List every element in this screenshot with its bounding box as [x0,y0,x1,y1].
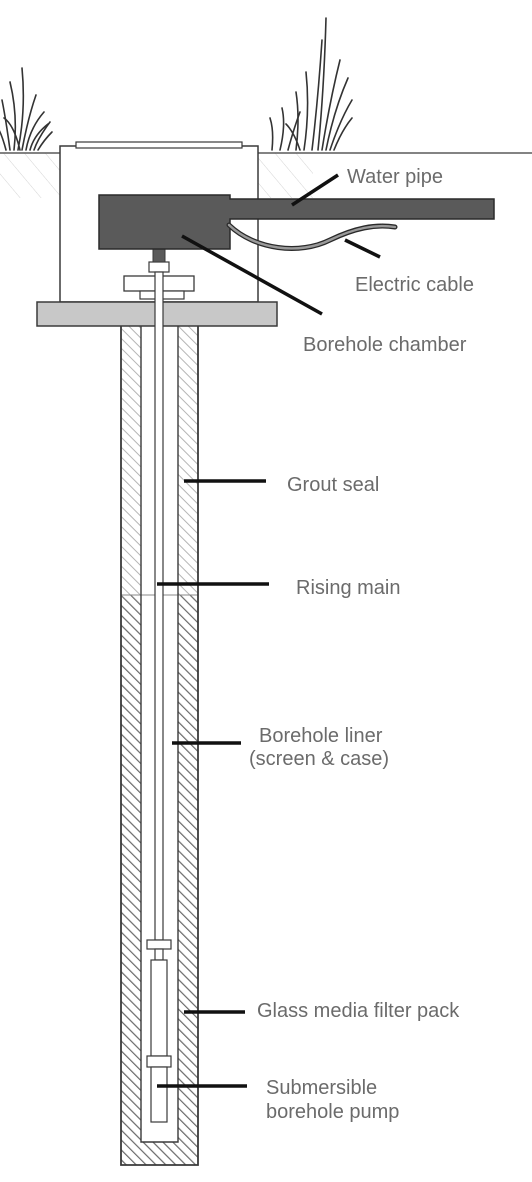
leader-lines [157,173,381,1088]
pump-coupling-mid [146,1055,172,1068]
label-grout-seal: Grout seal [287,474,379,496]
filter-pack-left [121,595,141,1165]
wellhead-stem [152,248,166,263]
electric-cable-highlight [227,223,397,250]
submersible-pump [146,939,172,1123]
label-pump-1: Submersible [266,1077,377,1099]
pump-body-upper [150,959,168,1057]
filter-pack-right [178,595,198,1165]
water-pipe [98,194,495,250]
ground-hatch-left [0,153,60,198]
rising-main [154,271,164,941]
label-filter-pack: Glass media filter pack [257,1000,460,1022]
water-pipe-body [98,194,495,250]
filter-pack-bottom [121,1142,198,1165]
ground-hatch-right [258,153,313,198]
label-borehole-liner-1: Borehole liner [259,725,383,747]
labels: Water pipe Electric cable Borehole chamb… [249,166,474,1123]
label-borehole-liner-2: (screen & case) [249,748,389,770]
pump-coupling-top [146,939,172,950]
label-pump-2: borehole pump [266,1101,399,1123]
leader-water-pipe [291,173,339,207]
rising-main-pipe [154,271,164,941]
grout-seal-right [178,325,198,595]
leader-electric-cable [344,238,381,259]
label-electric-cable: Electric cable [355,274,474,296]
wellhead-coupling [148,261,170,273]
label-borehole-chamber: Borehole chamber [303,334,467,356]
grout-seal-left [121,325,141,595]
borehole-shaft [120,325,199,1166]
grass-left [0,67,53,151]
label-rising-main: Rising main [296,577,400,599]
leader-borehole-chamber [181,234,323,316]
chamber-lid [75,141,243,149]
pump-neck [154,948,164,961]
grass-right [269,17,353,151]
label-water-pipe: Water pipe [347,166,443,188]
shaft-outer-wall [120,325,199,1166]
pump-body-lower [150,1066,168,1123]
shaft-inner-wall [140,325,179,1143]
